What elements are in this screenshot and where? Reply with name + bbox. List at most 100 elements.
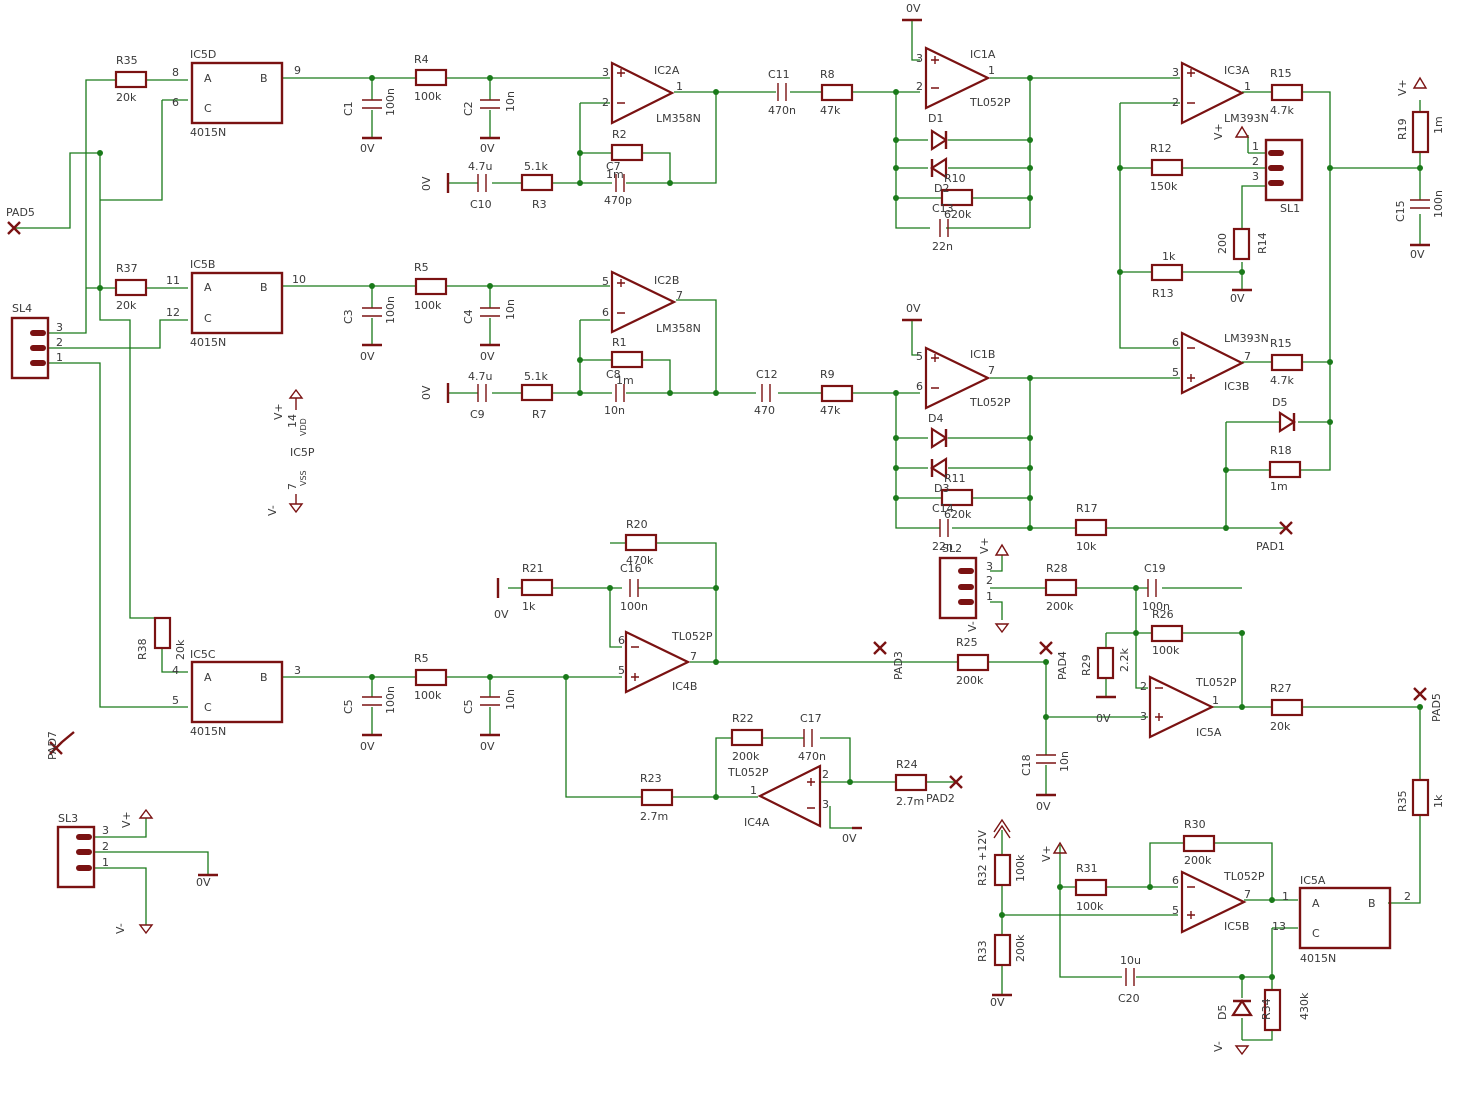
pin-b: B	[260, 72, 268, 85]
label-ic5b-op: IC5B	[1224, 920, 1249, 933]
label-r37: R37	[116, 262, 138, 275]
label-c18: C18	[1020, 754, 1033, 776]
pin-1d: 1	[750, 784, 757, 797]
pin-a3: A	[204, 671, 212, 684]
label-r5b-val: 100k	[414, 689, 442, 702]
label-r5b: R5	[414, 652, 429, 665]
pin-a4: A	[1312, 897, 1320, 910]
pin-c3: C	[204, 701, 212, 714]
label-r20-val: 470k	[626, 554, 654, 567]
label-c20: C20	[1118, 992, 1140, 1005]
label-r24: R24	[896, 758, 918, 771]
label-tl052p-6: TL052P	[1223, 870, 1265, 883]
label-ic5d: IC5D	[190, 48, 216, 61]
pin-10: 10	[292, 273, 306, 286]
wires	[14, 20, 1421, 1041]
label-c5a: C5	[342, 699, 355, 714]
ic5d-block	[190, 61, 284, 125]
label-r14-val: 200	[1216, 233, 1229, 254]
label-r23-val: 2.7m	[640, 810, 668, 823]
pin-sl4-3: 3	[56, 321, 63, 334]
label-gnd-r14: 0V	[1230, 292, 1245, 305]
label-c8: C8	[606, 368, 621, 381]
pin-sl4-2: 2	[56, 336, 63, 349]
ic5c-block	[190, 660, 284, 724]
label-r9: R9	[820, 368, 835, 381]
pin-3: 3	[602, 66, 609, 79]
label-ic5c: IC5C	[190, 648, 216, 661]
label-c19-val: 100n	[1142, 600, 1170, 613]
pin-7b: 7	[988, 364, 995, 377]
pin-12: 12	[166, 306, 180, 319]
pad-marks	[7, 221, 1427, 789]
pin-7d: 7	[286, 483, 299, 490]
ic-blocks	[190, 61, 1392, 950]
label-tl052p-3: TL052P	[671, 630, 713, 643]
label-c8-val: 1m	[616, 374, 634, 387]
pin-3b: 3	[916, 52, 923, 65]
label-c10-val: 4.7u	[468, 160, 492, 173]
label-c16-val: 100n	[620, 600, 648, 613]
pin-sl2-2: 2	[986, 574, 993, 587]
label-r30-val: 200k	[1184, 854, 1212, 867]
label-r29: R29	[1080, 654, 1093, 676]
label-r17-val: 10k	[1076, 540, 1097, 553]
pin-sl1-3: 3	[1252, 170, 1259, 183]
pin-5f: 5	[1172, 904, 1179, 917]
label-r9-val: 47k	[820, 404, 841, 417]
connectors	[10, 138, 1304, 889]
label-r8: R8	[820, 68, 835, 81]
label-pad2: PAD2	[926, 792, 955, 805]
label-r23: R23	[640, 772, 662, 785]
label-c2-val: 10n	[504, 91, 517, 112]
ic5b-block	[190, 271, 284, 335]
label-c3: C3	[342, 309, 355, 324]
pin-sl3-1: 1	[102, 856, 109, 869]
label-r34: R34	[1260, 998, 1273, 1020]
label-c11: C11	[768, 68, 790, 81]
label-vplus-sl3: V+	[120, 811, 133, 828]
pin-7f: 7	[1244, 888, 1251, 901]
label-c20-val: 10u	[1120, 954, 1141, 967]
label-ic2b: IC2B	[654, 274, 679, 287]
label-gnd-c5a: 0V	[360, 740, 375, 753]
label-c7-val: 1m	[606, 168, 624, 181]
opamps	[610, 46, 1247, 934]
label-r7: R7	[532, 408, 547, 421]
opamp-ic5a	[1148, 675, 1215, 739]
label-r24-val: 2.7m	[896, 795, 924, 808]
label-tl052p-4: TL052P	[727, 766, 769, 779]
pin-2b: 2	[916, 80, 923, 93]
pin-2d: 2	[822, 768, 829, 781]
label-vplus-ic5p: V+	[272, 403, 285, 420]
label-lm393n-b: LM393N	[1224, 332, 1269, 345]
label-c3-val: 100n	[384, 296, 397, 324]
opamp-ic3b	[1180, 331, 1245, 395]
pin-sl1-1: 1	[1252, 140, 1259, 153]
supply-symbols	[198, 18, 1430, 997]
pin-6: 6	[172, 96, 179, 109]
label-vplus-c20: V+	[1040, 845, 1053, 862]
opamp-ic4a	[757, 764, 822, 828]
label-22n-b: 22n	[932, 540, 953, 553]
label-r35: R35	[116, 54, 138, 67]
label-c12-val: 470	[754, 404, 775, 417]
pin-6b: 6	[602, 306, 609, 319]
label-r3-val: 5.1k	[524, 160, 548, 173]
label-gnd-c1: 0V	[360, 142, 375, 155]
label-4015n-b: 4015N	[190, 336, 226, 349]
label-r31-val: 100k	[1076, 900, 1104, 913]
label-c12: C12	[756, 368, 778, 381]
label-r22-val: 200k	[732, 750, 760, 763]
label-gnd-c18: 0V	[1036, 800, 1051, 813]
label-tl052p-5: TL052P	[1195, 676, 1237, 689]
label-gnd-r33: 0V	[990, 996, 1005, 1009]
label-d4: D4	[928, 412, 943, 425]
pin-1b: 1	[988, 64, 995, 77]
label-gnd-ic4a: 0V	[842, 832, 857, 845]
label-sl2: SL2	[942, 542, 962, 555]
pin-5: 5	[602, 275, 609, 288]
label-c1-val: 100n	[384, 88, 397, 116]
label-r27: R27	[1270, 682, 1292, 695]
